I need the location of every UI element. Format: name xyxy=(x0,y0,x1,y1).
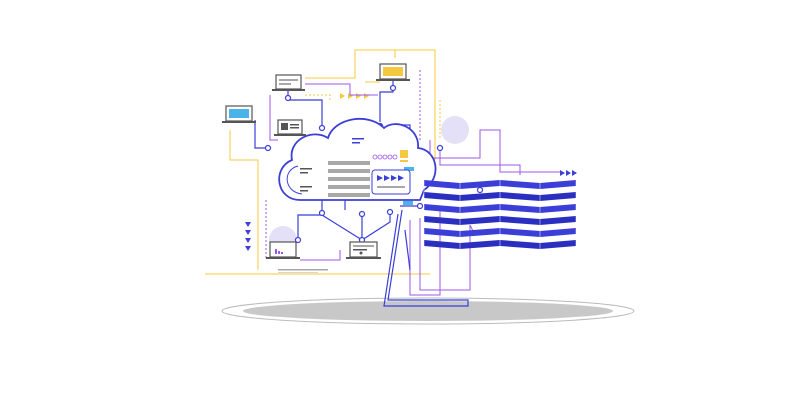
monitor-stand xyxy=(383,209,469,307)
document-icon xyxy=(300,138,414,205)
status-dots xyxy=(372,154,398,160)
monitor-icon xyxy=(346,241,381,259)
arrow-right-icon xyxy=(340,93,369,99)
arrow-right-icon xyxy=(560,170,577,176)
laptop-icon xyxy=(272,74,305,91)
laptop-icon xyxy=(266,241,300,259)
floor-shadow xyxy=(221,297,635,325)
laptop-icon xyxy=(222,105,256,123)
laptop-icon xyxy=(274,119,306,136)
transfer-panel xyxy=(371,169,411,195)
bottom-text-lines xyxy=(278,269,328,273)
network-nodes xyxy=(264,84,484,244)
arrow-down-icon xyxy=(245,222,251,251)
monitor-icon xyxy=(376,63,410,81)
server-stack-icon xyxy=(423,178,577,251)
